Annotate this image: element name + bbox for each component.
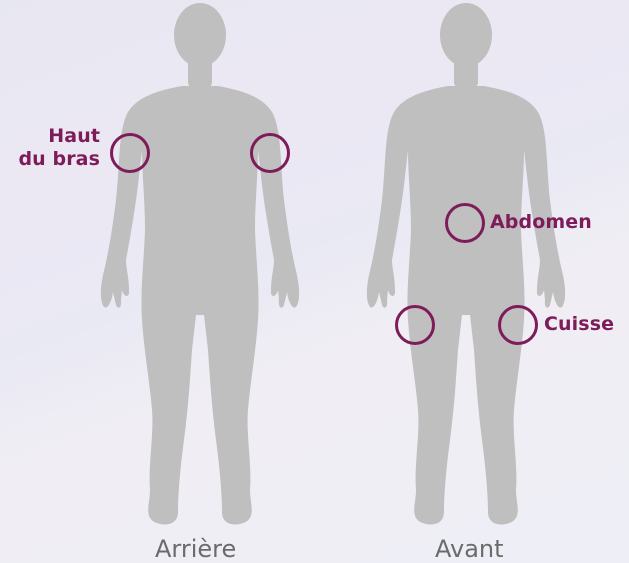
abdomen-label: Abdomen <box>490 211 592 234</box>
upper-arm-right-marker[interactable] <box>250 133 290 173</box>
front-silhouette <box>367 3 565 525</box>
upper-arm-label: Haut du bras <box>18 125 100 171</box>
abdomen-marker[interactable] <box>445 203 485 243</box>
upper-arm-left-marker[interactable] <box>110 133 150 173</box>
front-caption: Avant <box>435 535 504 563</box>
upper-arm-label-line2: du bras <box>18 148 100 171</box>
thigh-left-marker[interactable] <box>395 305 435 345</box>
back-caption: Arrière <box>155 535 236 563</box>
thigh-label: Cuisse <box>544 313 614 336</box>
upper-arm-label-line1: Haut <box>18 125 100 148</box>
thigh-right-marker[interactable] <box>498 305 538 345</box>
back-silhouette <box>101 3 299 525</box>
